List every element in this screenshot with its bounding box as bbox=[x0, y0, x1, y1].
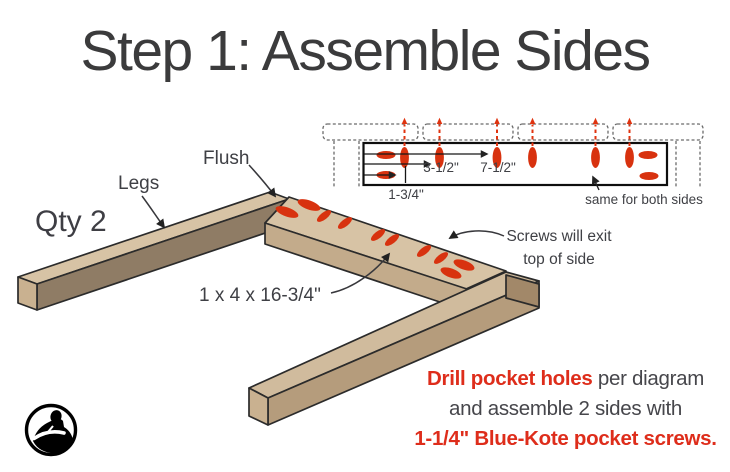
slat-outline bbox=[322, 123, 419, 141]
woodworker-logo bbox=[24, 403, 78, 457]
instruction-text: Drill pocket holes per diagram and assem… bbox=[393, 364, 730, 454]
instruction-line-2: and assemble 2 sides with bbox=[449, 397, 682, 420]
front-leg bbox=[248, 271, 540, 426]
leg-hidden-outlines bbox=[333, 141, 701, 188]
screws-exit-label-line2: top of side bbox=[523, 251, 595, 268]
detail-note: same for both sides bbox=[585, 192, 703, 207]
legs-label: Legs bbox=[118, 173, 159, 194]
pocket-hole-detail-diagram: 1-3/4" 3-1/2" 7-1/2" same for both sides bbox=[322, 117, 704, 207]
back-leg bbox=[17, 191, 290, 311]
assembly-3d-drawing bbox=[17, 191, 540, 426]
page-title: Step 1: Assemble Sides bbox=[80, 19, 651, 83]
instruction-line1-gray: per diagram bbox=[592, 367, 704, 390]
dimension-lines bbox=[364, 150, 489, 183]
slat-outline bbox=[422, 123, 514, 141]
screws-exit-arrow bbox=[448, 230, 505, 239]
instruction-line-1: Drill pocket holes per diagram bbox=[393, 364, 730, 394]
dim-first-hole: 1-3/4" bbox=[388, 187, 424, 202]
flush-label: Flush bbox=[203, 148, 249, 169]
slat-outlines bbox=[322, 123, 704, 141]
screw-path-arrow-tips bbox=[401, 117, 633, 124]
qty-label: Qty 2 bbox=[35, 205, 107, 238]
logo-figure-hand bbox=[47, 425, 54, 433]
callout-arrows bbox=[141, 164, 505, 294]
logo-figure-body bbox=[33, 418, 73, 454]
flush-arrow bbox=[248, 164, 277, 198]
dim-second-hole: 3-1/2" bbox=[423, 160, 459, 175]
slat-outline bbox=[517, 123, 609, 141]
detail-note-arrow bbox=[592, 175, 600, 191]
dim-third-hole: 7-1/2" bbox=[480, 160, 516, 175]
screws-exit-label-line1: Screws will exit bbox=[506, 228, 612, 245]
pocket-holes-vertical bbox=[400, 147, 634, 168]
rail-pocket-holes bbox=[275, 199, 475, 279]
instruction-line-3: 1-1/4" Blue-Kote pocket screws. bbox=[414, 427, 717, 450]
board-size-arrow bbox=[330, 252, 391, 294]
slat-outline bbox=[612, 123, 704, 141]
instruction-line1-red: Drill pocket holes bbox=[427, 367, 593, 390]
legs-arrow bbox=[141, 195, 166, 229]
board-size-label: 1 x 4 x 16-3/4" bbox=[199, 285, 321, 306]
